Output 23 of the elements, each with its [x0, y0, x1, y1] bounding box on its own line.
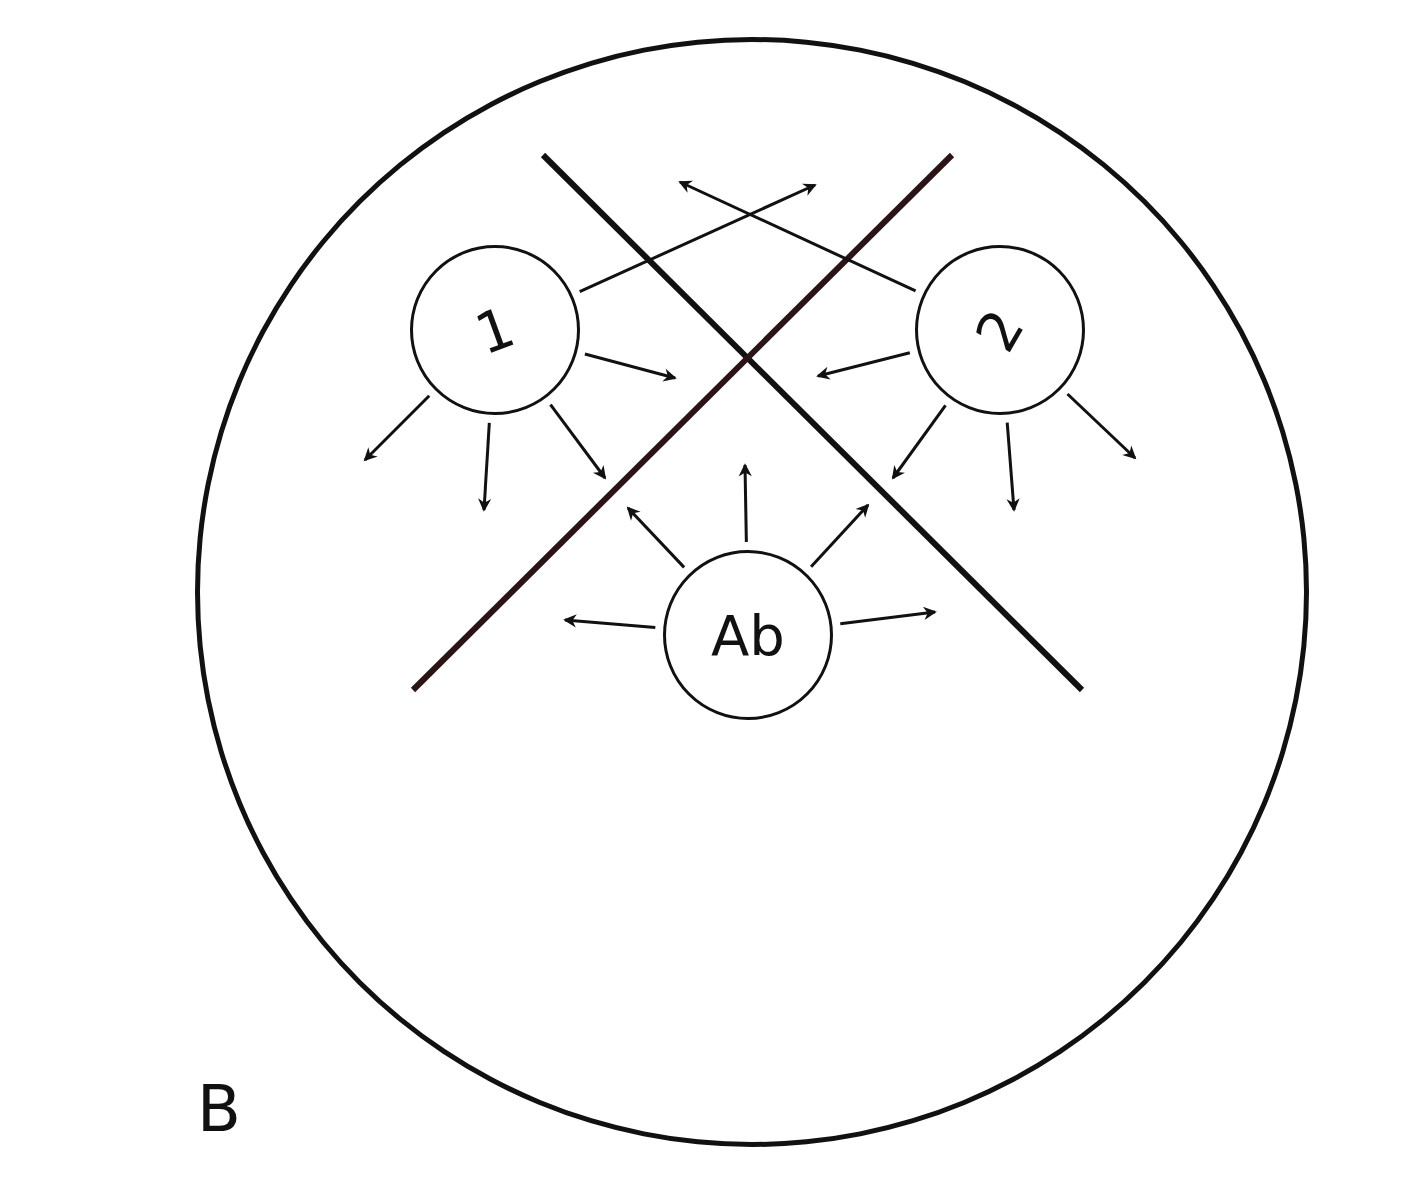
plate-circle: [195, 37, 1309, 1147]
diffusion-arrow: [1066, 392, 1137, 460]
diffusion-arrow: [891, 404, 947, 480]
diffusion-arrow: [816, 351, 911, 380]
diffusion-arrow: [678, 180, 917, 293]
panel-letter: B: [197, 1072, 241, 1146]
diffusion-arrow: [549, 403, 607, 480]
diffusion-arrow: [478, 422, 492, 512]
well-label: 2: [962, 298, 1038, 362]
well-label: 1: [467, 293, 523, 367]
diffusion-arrow: [584, 352, 677, 382]
well-circle: [915, 245, 1085, 415]
diffusion-arrow: [840, 606, 937, 626]
diffusion-arrow: [563, 614, 656, 629]
well-label: Ab: [711, 602, 785, 668]
diffusion-arrow: [1005, 422, 1020, 512]
diffusion-arrow: [626, 506, 686, 569]
diffusion-arrow: [738, 463, 752, 543]
diffusion-arrow: [579, 183, 817, 293]
diffusion-arrow: [809, 503, 870, 568]
well-circle: [410, 245, 580, 415]
diffusion-arrow: [363, 394, 431, 462]
well-circle: [663, 550, 833, 720]
